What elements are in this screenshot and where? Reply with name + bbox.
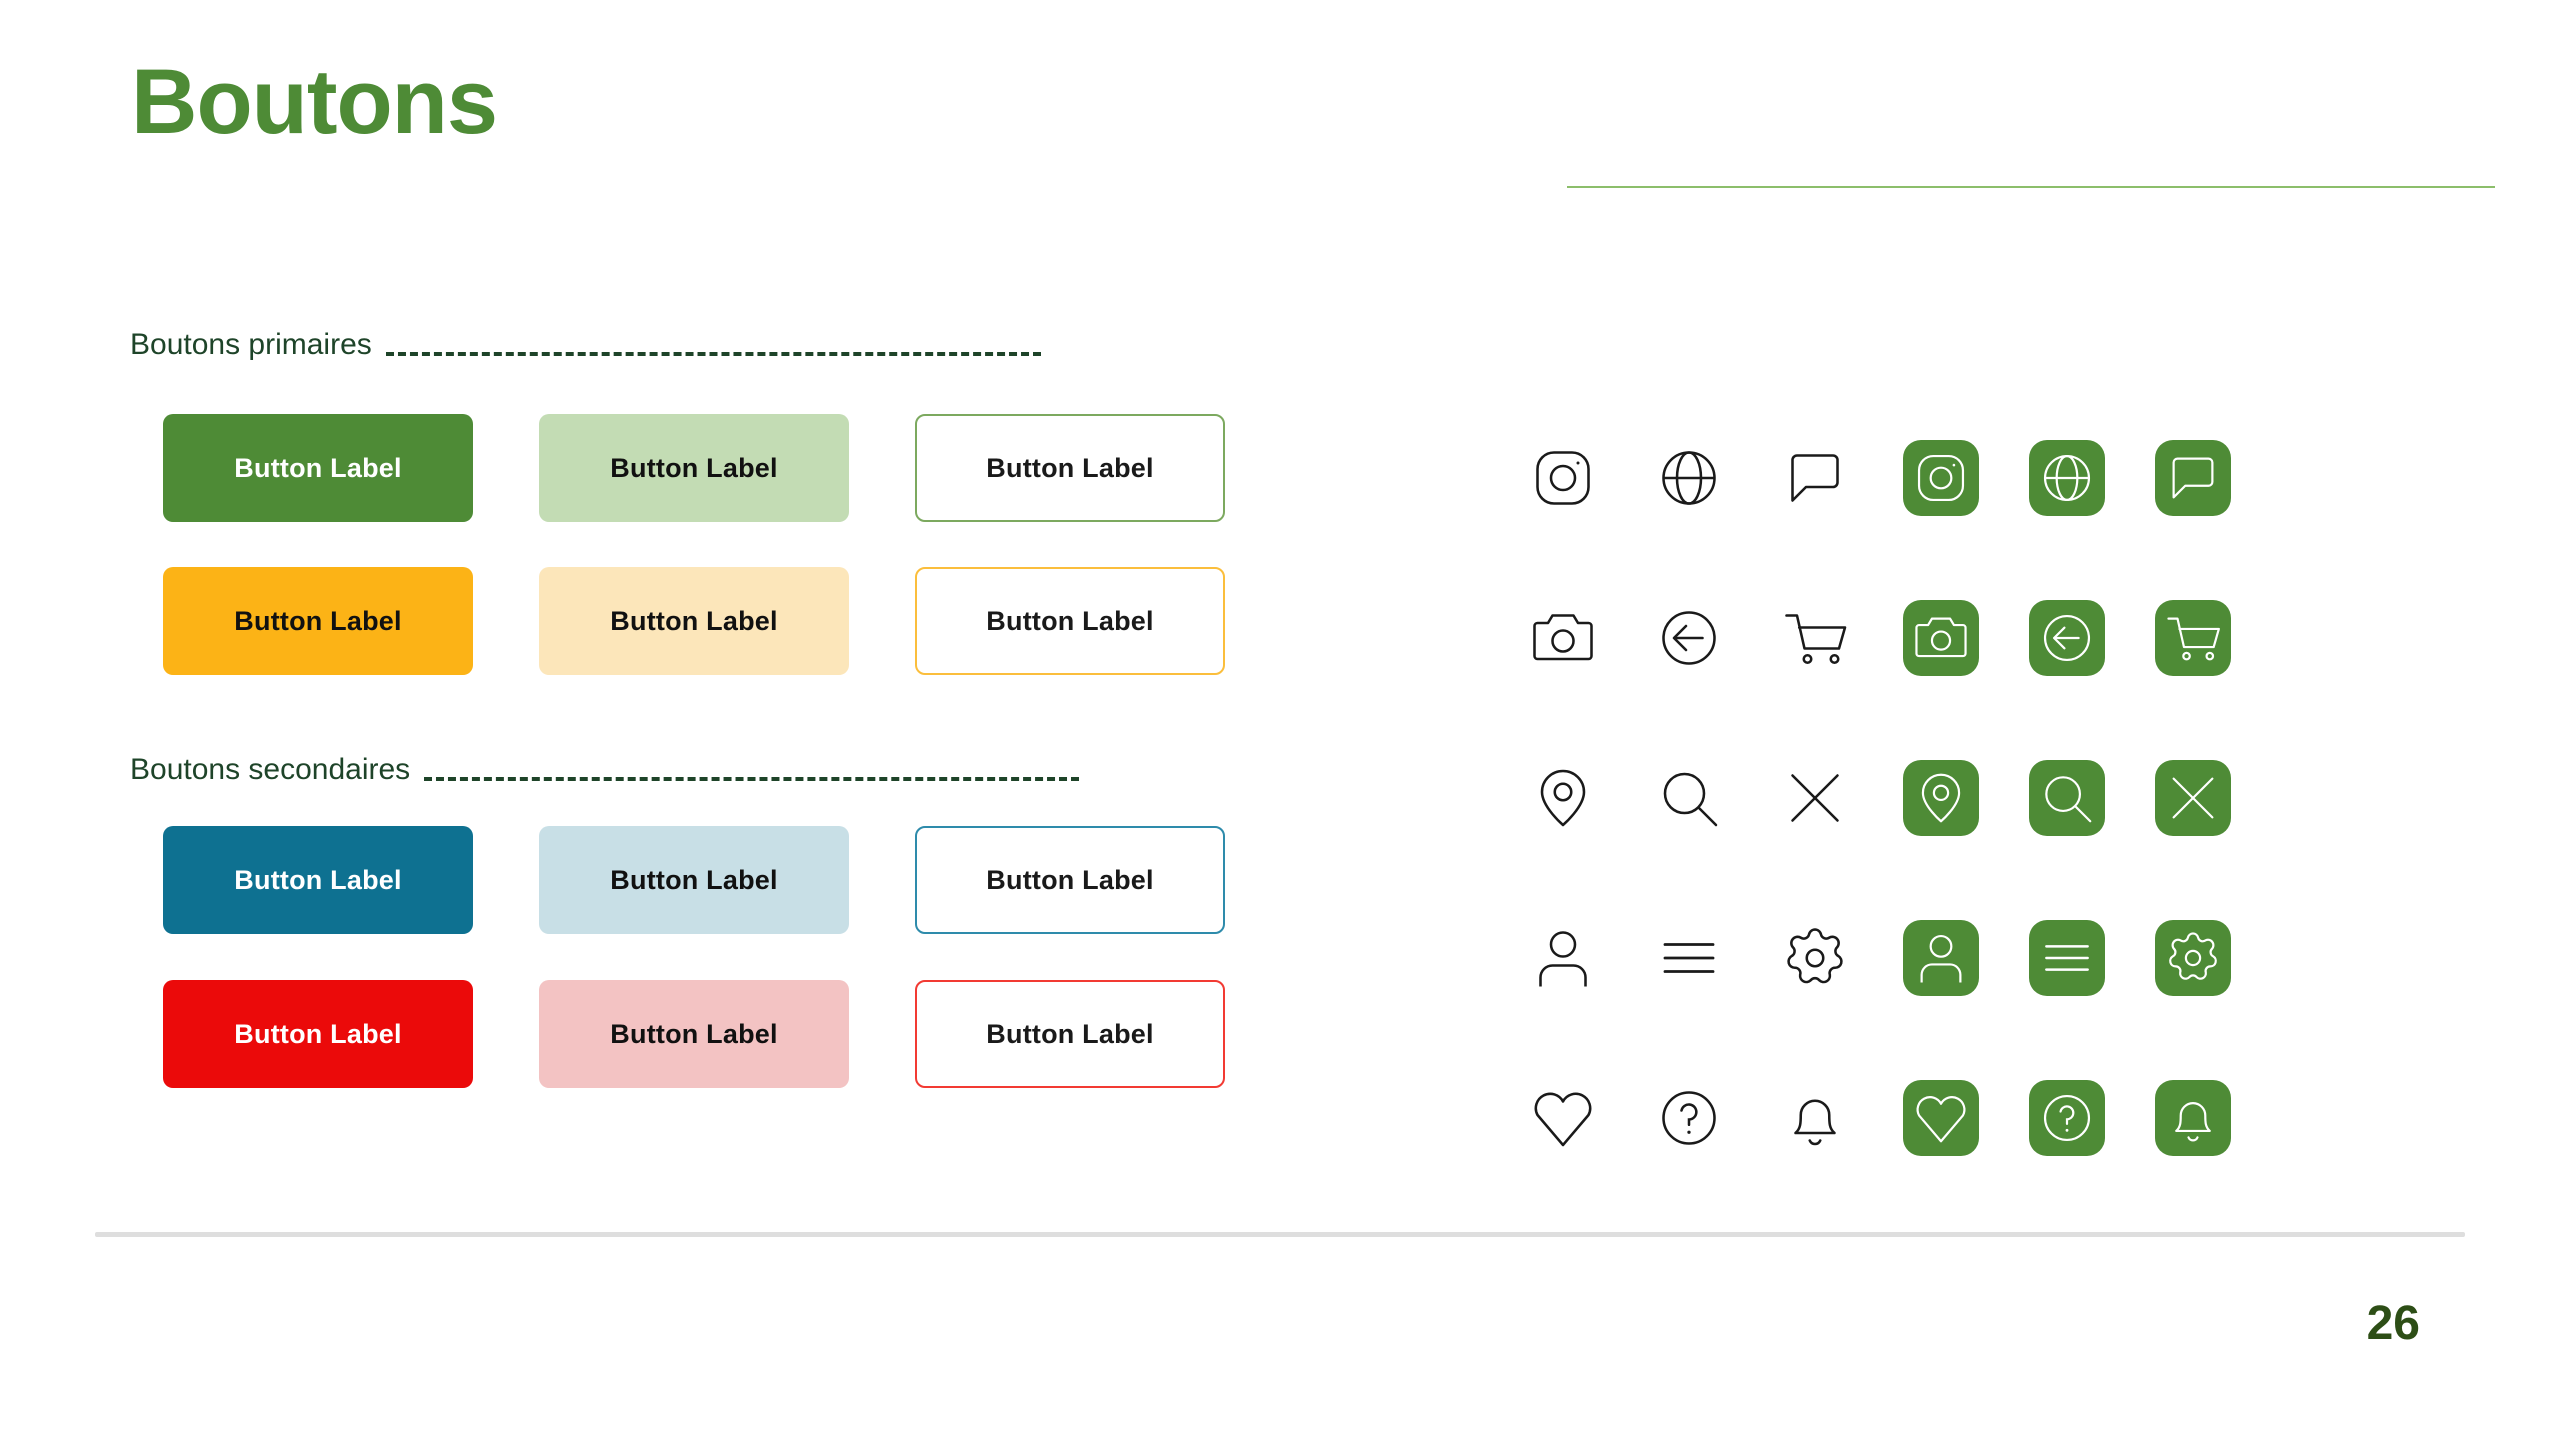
icon-cell-gear-outline[interactable]	[1752, 878, 1878, 1038]
button-primary-amber-outline[interactable]: Button Label	[915, 567, 1225, 675]
button-primary-amber-soft[interactable]: Button Label	[539, 567, 849, 675]
user-icon	[1527, 922, 1599, 994]
page-number: 26	[2366, 1297, 2420, 1350]
icon-cell-camera-filled[interactable]	[1878, 558, 2004, 718]
icon-cell-search-filled[interactable]	[2004, 718, 2130, 878]
icon-cell-user-filled[interactable]	[1878, 878, 2004, 1038]
section-label-primary: Boutons primaires	[130, 328, 372, 361]
chat-bubble-icon	[1779, 442, 1851, 514]
primary-button-row-1: Button Label Button Label Button Label	[163, 414, 1225, 522]
section-dashed-rule	[424, 777, 1080, 781]
section-heading-primary: Boutons primaires	[130, 330, 1041, 360]
icon-cell-bell-outline[interactable]	[1752, 1038, 1878, 1198]
globe-icon-filled	[2029, 440, 2105, 516]
icon-cell-menu-outline[interactable]	[1626, 878, 1752, 1038]
icon-cell-cart-outline[interactable]	[1752, 558, 1878, 718]
secondary-button-row-1: Button Label Button Label Button Label	[163, 826, 1225, 934]
camera-icon-filled	[1903, 600, 1979, 676]
button-primary-amber-filled[interactable]: Button Label	[163, 567, 473, 675]
button-secondary-teal-soft[interactable]: Button Label	[539, 826, 849, 934]
button-secondary-red-soft[interactable]: Button Label	[539, 980, 849, 1088]
arrow-left-circle-icon-filled	[2029, 600, 2105, 676]
icon-cell-chat-filled[interactable]	[2130, 398, 2256, 558]
footer-divider	[95, 1232, 2465, 1237]
icon-cell-bell-filled[interactable]	[2130, 1038, 2256, 1198]
icon-cell-photo-filled[interactable]	[1878, 398, 2004, 558]
icon-cell-menu-filled[interactable]	[2004, 878, 2130, 1038]
gear-icon	[1779, 922, 1851, 994]
section-heading-secondary: Boutons secondaires	[130, 753, 1080, 786]
gear-icon-filled	[2155, 920, 2231, 996]
section-label-secondary: Boutons secondaires	[130, 753, 411, 786]
chat-bubble-icon-filled	[2155, 440, 2231, 516]
button-primary-green-outline[interactable]: Button Label	[915, 414, 1225, 522]
icon-cell-heart-filled[interactable]	[1878, 1038, 2004, 1198]
header-rule	[1567, 186, 2495, 188]
map-pin-icon-filled	[1903, 760, 1979, 836]
icon-cell-arrow-left-filled[interactable]	[2004, 558, 2130, 718]
heart-icon-filled	[1903, 1080, 1979, 1156]
icon-grid	[1500, 398, 2256, 1198]
bell-icon-filled	[2155, 1080, 2231, 1156]
button-secondary-red-filled[interactable]: Button Label	[163, 980, 473, 1088]
icon-cell-close-filled[interactable]	[2130, 718, 2256, 878]
shopping-cart-icon	[1779, 602, 1851, 674]
menu-icon	[1653, 922, 1725, 994]
icon-cell-search-outline[interactable]	[1626, 718, 1752, 878]
search-icon-filled	[2029, 760, 2105, 836]
photo-icon	[1527, 442, 1599, 514]
secondary-button-row-2: Button Label Button Label Button Label	[163, 980, 1225, 1088]
icon-cell-globe-filled[interactable]	[2004, 398, 2130, 558]
close-icon	[1779, 762, 1851, 834]
menu-icon-filled	[2029, 920, 2105, 996]
search-icon	[1653, 762, 1725, 834]
icon-cell-arrow-left-outline[interactable]	[1626, 558, 1752, 718]
help-circle-icon-filled	[2029, 1080, 2105, 1156]
globe-icon	[1653, 442, 1725, 514]
icon-cell-cart-filled[interactable]	[2130, 558, 2256, 718]
heart-icon	[1527, 1082, 1599, 1154]
button-primary-green-soft[interactable]: Button Label	[539, 414, 849, 522]
icon-cell-photo-outline[interactable]	[1500, 398, 1626, 558]
user-icon-filled	[1903, 920, 1979, 996]
icon-cell-chat-outline[interactable]	[1752, 398, 1878, 558]
button-secondary-teal-filled[interactable]: Button Label	[163, 826, 473, 934]
icon-cell-help-outline[interactable]	[1626, 1038, 1752, 1198]
arrow-left-circle-icon	[1653, 602, 1725, 674]
page-title: Boutons	[131, 51, 498, 153]
close-icon-filled	[2155, 760, 2231, 836]
icon-cell-globe-outline[interactable]	[1626, 398, 1752, 558]
bell-icon	[1779, 1082, 1851, 1154]
button-secondary-teal-outline[interactable]: Button Label	[915, 826, 1225, 934]
map-pin-icon	[1527, 762, 1599, 834]
photo-icon-filled	[1903, 440, 1979, 516]
button-primary-green-filled[interactable]: Button Label	[163, 414, 473, 522]
help-circle-icon	[1653, 1082, 1725, 1154]
camera-icon	[1527, 602, 1599, 674]
icon-cell-heart-outline[interactable]	[1500, 1038, 1626, 1198]
button-secondary-red-outline[interactable]: Button Label	[915, 980, 1225, 1088]
icon-cell-close-outline[interactable]	[1752, 718, 1878, 878]
section-dashed-rule	[385, 352, 1041, 356]
primary-button-row-2: Button Label Button Label Button Label	[163, 567, 1225, 675]
icon-cell-user-outline[interactable]	[1500, 878, 1626, 1038]
icon-cell-help-filled[interactable]	[2004, 1038, 2130, 1198]
shopping-cart-icon-filled	[2155, 600, 2231, 676]
icon-cell-map-pin-outline[interactable]	[1500, 718, 1626, 878]
icon-cell-gear-filled[interactable]	[2130, 878, 2256, 1038]
icon-cell-camera-outline[interactable]	[1500, 558, 1626, 718]
icon-cell-map-pin-filled[interactable]	[1878, 718, 2004, 878]
